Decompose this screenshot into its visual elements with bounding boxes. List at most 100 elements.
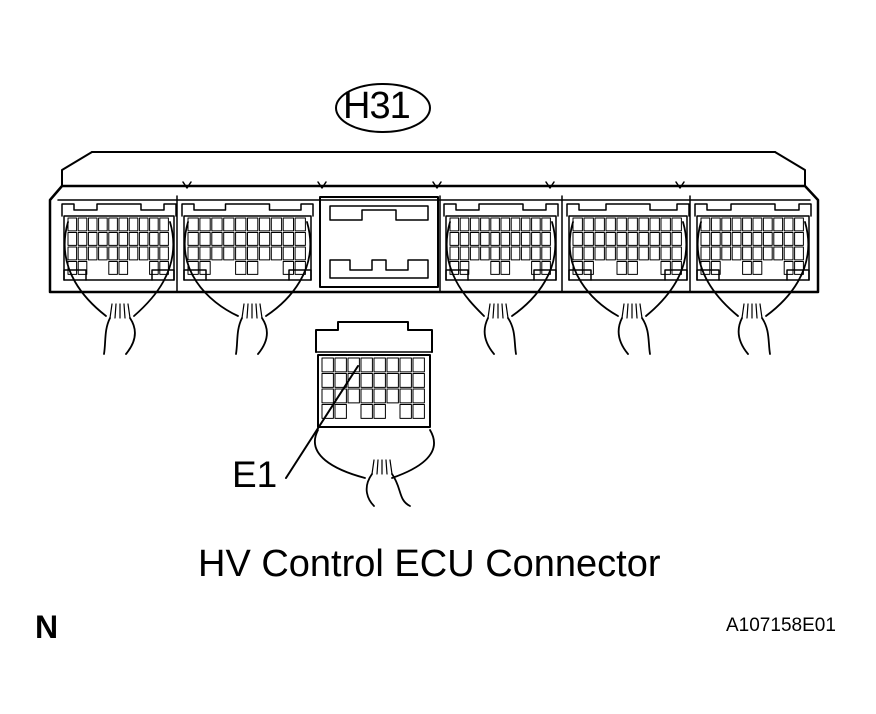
connector-3-wire-bundle	[483, 317, 517, 355]
figure-code: A107158E01	[726, 615, 836, 636]
connector-3-terminal	[520, 246, 531, 261]
connector-1-terminal	[118, 217, 129, 232]
connector-4-terminal	[627, 246, 638, 261]
connector-2-wire-strand	[259, 303, 263, 319]
connector-1-terminal	[159, 232, 169, 246]
connector-4-terminal	[583, 261, 594, 275]
connector-5-wire-strand	[741, 303, 745, 319]
connector-5-terminal	[710, 246, 721, 261]
connector-5-terminal	[773, 246, 784, 261]
e1-terminal	[386, 357, 399, 373]
h31-callout-ellipse	[335, 83, 431, 133]
connector-1-terminal	[138, 246, 149, 261]
connector-3-terminal	[459, 246, 470, 261]
connector-5-terminal	[773, 232, 784, 246]
connector-4-terminal	[660, 232, 671, 246]
connector-1-wire-strand	[109, 303, 113, 319]
connector-3-wire-strand	[501, 303, 504, 319]
connector-4-terminal	[572, 217, 583, 232]
e1-leader-line	[285, 365, 359, 479]
e1-terminal-label: E1	[232, 454, 278, 495]
connector-3-terminal	[449, 232, 460, 246]
e1-terminal	[334, 388, 347, 404]
connector-3-terminal	[490, 232, 500, 246]
connector-4-harness-loop	[568, 221, 688, 317]
connector-4-terminal	[627, 232, 638, 246]
connector-5-terminal	[721, 246, 732, 261]
connector-2-terminal	[247, 232, 259, 246]
connector-3-bottom-key	[445, 269, 557, 281]
connector-2-terminal	[258, 232, 271, 246]
connector-5-terminal	[721, 232, 732, 246]
connector-1-terminal	[77, 217, 88, 232]
bracket-tick-0	[182, 181, 192, 189]
e1-terminal	[360, 357, 373, 373]
connector-1-terminal	[108, 261, 118, 275]
connector-2-terminal	[199, 232, 211, 246]
connector-4-terminal	[616, 246, 627, 261]
connector-2-terminal	[187, 232, 199, 246]
e1-terminal	[360, 404, 373, 419]
connector-1-harness-loop	[63, 221, 175, 317]
connector-5-terminal	[721, 217, 732, 232]
connector-1-terminal	[87, 246, 98, 261]
connector-4-terminal	[605, 232, 616, 246]
e1-terminal	[321, 357, 334, 373]
connector-1-terminal	[87, 232, 98, 246]
connector-4-terminal	[583, 232, 594, 246]
connector-5-wire-strand	[755, 303, 758, 319]
connector-3-terminal	[469, 232, 480, 246]
h31-connector-label: H31	[343, 85, 411, 127]
connector-4-terminal	[616, 217, 627, 232]
connector-4-terminal	[671, 217, 682, 232]
connector-5-terminal	[773, 217, 784, 232]
connector-4-terminal	[627, 261, 638, 275]
connector-3-terminal	[500, 246, 511, 261]
connector-2-terminal	[247, 261, 259, 275]
connector-2-terminal	[294, 217, 306, 232]
connector-2-terminal	[282, 217, 295, 232]
connector-2-terminal	[235, 246, 247, 261]
connector-1-terminal	[149, 217, 159, 232]
connector-3-terminal	[449, 246, 460, 261]
connector-3-terminal	[510, 232, 521, 246]
connector-1-terminal	[67, 232, 78, 246]
connector-2-latch	[181, 203, 314, 217]
connector-5-wire-bundle	[737, 317, 771, 355]
connector-4-terminal	[638, 232, 649, 246]
connector-1-wire-strand	[114, 303, 117, 319]
connector-4-terminal	[660, 217, 671, 232]
connector-2-terminal	[282, 232, 295, 246]
connector-4-terminal	[660, 246, 671, 261]
connector-2-terminal	[247, 246, 259, 261]
connector-4-terminal	[572, 232, 583, 246]
connector-1-terminal	[118, 261, 129, 275]
connector-4-wire-strand	[635, 303, 638, 319]
connector-5-terminal	[752, 261, 763, 275]
connector-2-bottom-key	[183, 269, 312, 281]
connector-3-harness-loop	[445, 221, 557, 317]
connector-2-terminal	[294, 232, 306, 246]
connector-1-terminal	[77, 232, 88, 246]
connector-3-terminal	[480, 217, 490, 232]
e1-wire-strand	[371, 459, 375, 475]
connector-3-terminal	[510, 246, 521, 261]
connector-1-terminal	[87, 217, 98, 232]
e1-terminal	[373, 373, 386, 388]
connector-2-terminal	[282, 246, 295, 261]
connector-2-harness-loop	[183, 221, 312, 317]
connector-5-terminal	[710, 232, 721, 246]
connector-2-terminal	[199, 217, 211, 232]
connector-2-terminal	[235, 261, 247, 275]
e1-terminal	[321, 373, 334, 388]
connector-1-wire-bundle	[103, 317, 136, 355]
connector-3-terminal	[531, 217, 541, 232]
e1-terminal	[399, 373, 412, 388]
connector-5-terminal	[710, 261, 721, 275]
connector-1-terminal	[67, 217, 78, 232]
connector-2-terminal	[294, 246, 306, 261]
connector-4-terminal	[572, 246, 583, 261]
connector-3-terminal	[520, 217, 531, 232]
e1-terminal	[334, 404, 347, 419]
